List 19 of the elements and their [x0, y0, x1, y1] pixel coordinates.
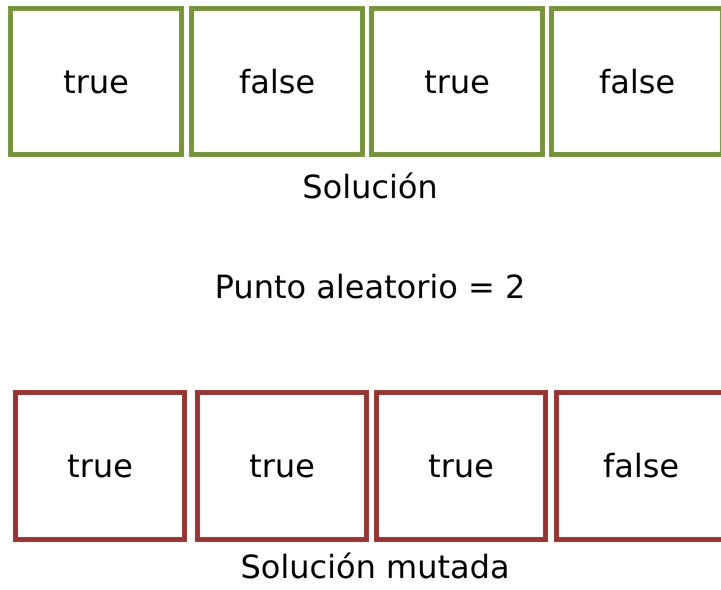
row-caption: Solución mutada [240, 548, 510, 586]
value-text: true [428, 447, 494, 485]
value-text: false [238, 62, 316, 100]
value-box [195, 390, 369, 542]
value-box [8, 6, 184, 157]
value-text: true [249, 447, 315, 485]
value-box [549, 6, 721, 157]
value-box [374, 390, 548, 542]
value-box [13, 390, 187, 542]
crossover-point-text: Punto aleatorio = 2 [214, 268, 526, 306]
value-text: true [63, 62, 129, 100]
value-text: false [602, 447, 680, 485]
value-box [189, 6, 365, 157]
value-text: true [67, 447, 133, 485]
value-box [369, 6, 545, 157]
value-text: true [424, 62, 490, 100]
row-caption: Solución [302, 168, 438, 206]
value-box [554, 390, 721, 542]
value-text: false [598, 62, 676, 100]
